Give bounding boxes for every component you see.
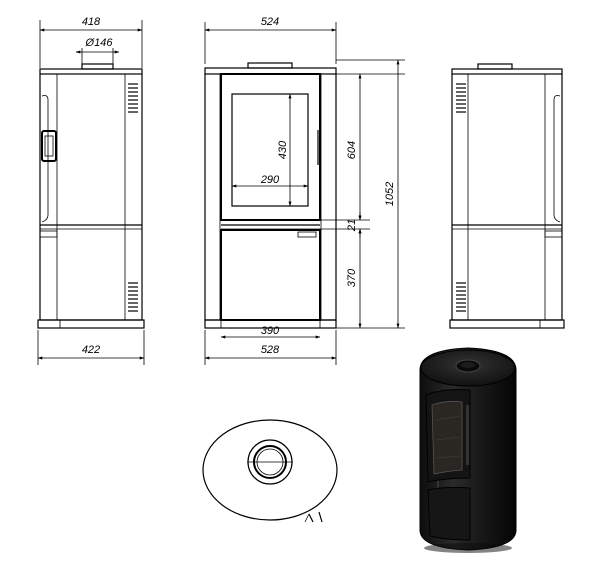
vent-slots-icon: [128, 83, 138, 113]
front-view: 524 430 290 390: [204, 16, 405, 365]
top-view: [202, 419, 338, 523]
vent-slots-icon: [128, 282, 138, 312]
ash-door: [220, 229, 321, 321]
top-plate-outline: [202, 419, 338, 521]
door-handle-icon: [466, 405, 469, 465]
vent-slots-icon: [456, 282, 466, 312]
glass-door: [220, 73, 321, 221]
dim-door-height: 604: [346, 141, 358, 159]
door-handle-icon: [41, 130, 57, 162]
dim-front-width: 524: [261, 16, 279, 28]
dim-window-height: 430: [277, 140, 289, 159]
dim-flue-diameter: Ø146: [85, 37, 114, 49]
fire-window: [231, 93, 309, 207]
dim-front-base-width: 528: [261, 344, 280, 356]
dim-lower-door-height: 370: [346, 268, 358, 287]
dim-base-opening: 390: [261, 325, 280, 337]
dim-window-width: 290: [260, 174, 280, 186]
vent-slots-icon: [456, 83, 466, 113]
dim-gap-height: 21: [346, 219, 358, 232]
stove-3d-render: [419, 347, 517, 553]
side-view-left: 418 Ø146: [37, 16, 145, 365]
side-view-right: [449, 63, 565, 329]
dim-total-height: 1052: [384, 182, 396, 206]
dim-side-base-depth: 422: [82, 344, 100, 356]
dim-side-depth: 418: [82, 16, 101, 28]
